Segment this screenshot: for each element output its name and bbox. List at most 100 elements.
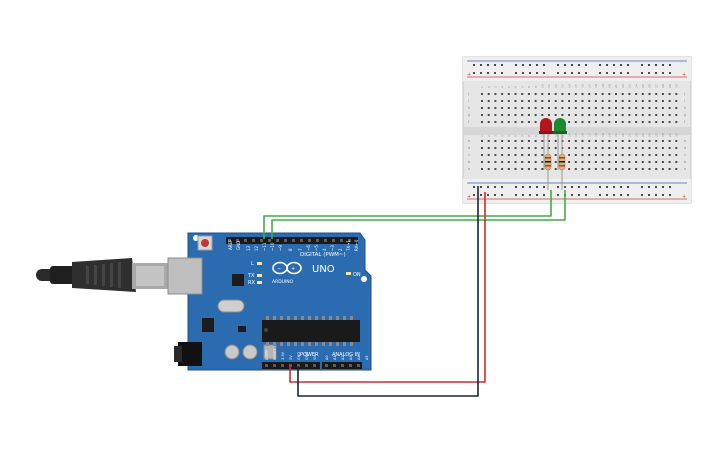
power-pin-label: RESET xyxy=(273,348,277,360)
row-letter-label: h xyxy=(468,106,470,110)
digital-pin-label: 13 xyxy=(246,245,251,251)
crystal-oscillator xyxy=(217,299,245,313)
on-label: ON xyxy=(353,272,361,278)
aref-label: AREF xyxy=(228,239,233,250)
board-logo-text: ARDUINO xyxy=(272,279,294,285)
analog-pin-label: A3 xyxy=(349,355,353,360)
column-number-label: 27 xyxy=(654,84,658,88)
analog-header-label: ANALOG IN xyxy=(332,352,360,358)
row-letter-label: c xyxy=(684,153,686,157)
column-number-label: 22 xyxy=(621,133,625,137)
power-pin-label: Vin xyxy=(313,354,317,360)
column-number-label: 28 xyxy=(661,133,665,137)
row-letter-label: i xyxy=(684,99,685,103)
column-number-label: 17 xyxy=(587,133,591,137)
wire-green-pin12[interactable] xyxy=(271,190,566,239)
analog-pin-label: A4 xyxy=(357,355,361,360)
digital-pin-label: TX→1 xyxy=(346,239,351,252)
column-number-label: 19 xyxy=(601,133,605,137)
column-number-label: 1 xyxy=(480,135,484,137)
column-number-label: 5 xyxy=(507,86,511,88)
power-pin-label: GND xyxy=(297,352,301,360)
row-letter-label: f xyxy=(468,120,470,124)
analog-pin-label: A0 xyxy=(325,355,329,360)
column-number-label: 20 xyxy=(608,133,612,137)
rail-plus-label: + xyxy=(682,72,686,78)
row-letter-label: f xyxy=(684,120,686,124)
svg-text:+: + xyxy=(291,266,295,272)
reset-button-icon[interactable] xyxy=(197,235,213,251)
digital-pin-label: ~6 xyxy=(306,245,311,251)
column-number-label: 21 xyxy=(614,84,618,88)
analog-pin-label: A1 xyxy=(333,355,337,360)
led-red-icon[interactable] xyxy=(539,118,553,134)
column-number-label: 15 xyxy=(574,133,578,137)
resistor-icon[interactable] xyxy=(558,153,566,171)
row-letter-label: h xyxy=(684,106,686,110)
column-number-label: 4 xyxy=(500,86,504,88)
column-number-label: 14 xyxy=(567,84,571,88)
wire-black-gnd[interactable] xyxy=(297,186,479,397)
breadboard-holes[interactable] xyxy=(473,64,678,196)
led-green-icon[interactable] xyxy=(553,118,567,134)
column-number-label: 16 xyxy=(581,133,585,137)
column-number-label: 10 xyxy=(541,84,545,88)
rail-plus-label: + xyxy=(467,72,471,78)
wire-red-5v[interactable] xyxy=(289,192,486,383)
digital-pin-label: 12 xyxy=(254,245,259,251)
column-number-label: 11 xyxy=(547,133,551,137)
column-number-label: 12 xyxy=(554,133,558,137)
wire-green-pin13[interactable] xyxy=(263,190,552,239)
row-letter-label: b xyxy=(684,160,687,164)
capacitor xyxy=(242,344,258,360)
column-number-label: 18 xyxy=(594,133,598,137)
analog-pin-label: A5 xyxy=(365,355,369,360)
row-letter-label: a xyxy=(684,167,686,171)
digital-header-label: DIGITAL (PWM~) xyxy=(300,252,346,258)
column-number-label: 28 xyxy=(661,84,665,88)
center-channel xyxy=(463,127,691,135)
on-led xyxy=(346,272,351,275)
arduino-uno-board[interactable]: L TX RX ON DIGITAL (PWM~) POWER ANALOG I… xyxy=(167,232,372,371)
resistor-icon[interactable] xyxy=(544,153,552,171)
column-number-label: 12 xyxy=(554,84,558,88)
column-number-label: 4 xyxy=(500,135,504,137)
column-number-label: 26 xyxy=(648,133,652,137)
l-led xyxy=(257,262,262,265)
breadboard[interactable]: + + + + 11223344556677889910101111121213… xyxy=(462,56,692,204)
tx-led xyxy=(257,274,262,277)
column-number-label: 15 xyxy=(574,84,578,88)
column-number-label: 21 xyxy=(614,133,618,137)
column-number-label: 25 xyxy=(641,84,645,88)
row-letter-label: d xyxy=(468,146,470,150)
usb-chip xyxy=(232,274,244,286)
column-number-label: 5 xyxy=(507,135,511,137)
row-letter-label: g xyxy=(684,113,686,117)
column-number-label: 20 xyxy=(608,84,612,88)
column-number-label: 9 xyxy=(534,86,538,88)
rail-plus-label: + xyxy=(682,194,686,200)
column-number-label: 10 xyxy=(541,133,545,137)
row-letter-label: i xyxy=(468,99,469,103)
row-letter-label: j xyxy=(467,92,469,96)
svg-text:−: − xyxy=(277,266,281,272)
power-pin-label: IOREF xyxy=(265,350,269,360)
rail-plus-label: + xyxy=(467,194,471,200)
column-number-label: 13 xyxy=(561,84,565,88)
regulator-chip xyxy=(202,318,214,332)
board-model: UNO xyxy=(312,264,335,275)
mounting-hole xyxy=(361,276,367,282)
column-number-label: 16 xyxy=(581,84,585,88)
column-number-label: 24 xyxy=(634,133,638,137)
digital-pin-label: ~3 xyxy=(330,245,335,251)
column-number-label: 24 xyxy=(634,84,638,88)
column-number-label: 19 xyxy=(601,84,605,88)
digital-pin-label: ~9 xyxy=(278,245,283,251)
power-pin-label: 3.3V xyxy=(281,351,285,360)
column-number-label: 29 xyxy=(668,84,672,88)
tx-label: TX xyxy=(247,273,255,279)
column-number-label: 8 xyxy=(527,135,531,137)
column-number-label: 23 xyxy=(628,133,632,137)
column-number-label: 13 xyxy=(561,133,565,137)
